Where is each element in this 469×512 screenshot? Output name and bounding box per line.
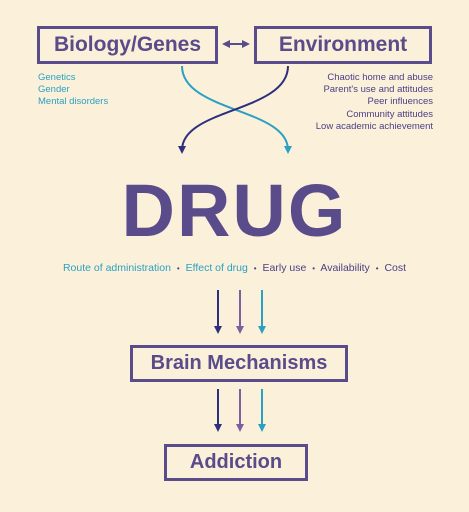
- environment-factor: Chaotic home and abuse: [327, 72, 433, 83]
- drug-factors-line: Route of administration • Effect of drug…: [0, 262, 469, 274]
- environment-factor: Community attitudes: [346, 108, 433, 120]
- environment-factor: Peer influences: [367, 96, 433, 108]
- environment-box: Environment: [254, 26, 432, 64]
- environment-factor: Parent's use and attitudes: [323, 84, 433, 96]
- drug-factor: Availability: [320, 262, 370, 274]
- biology-factor: Mental disorders: [38, 96, 109, 108]
- separator-dot: •: [176, 264, 180, 273]
- biology-factor: Gender: [38, 84, 70, 96]
- brain-mechanisms-box: Brain Mechanisms: [130, 345, 348, 382]
- drug-factor: Effect of drug: [185, 262, 248, 274]
- environment-factors-list: Chaotic home and abuse Parent's use and …: [316, 72, 433, 133]
- drug-title: DRUG: [121, 169, 348, 252]
- biology-factors-list: Genetics Gender Mental disorders: [38, 72, 108, 109]
- separator-dot: •: [312, 264, 316, 273]
- drug-factor: Cost: [384, 262, 407, 274]
- drug-factor: Route of administration: [62, 262, 171, 274]
- biology-genes-box: Biology/Genes: [37, 26, 218, 64]
- environment-label: Environment: [278, 33, 408, 56]
- separator-dot: •: [253, 264, 257, 273]
- drug-factor: Early use: [262, 262, 307, 274]
- separator-dot: •: [375, 264, 379, 273]
- biology-to-drug-arrow: [181, 65, 292, 154]
- biology-factor: Genetics: [38, 72, 76, 83]
- biology-genes-label: Biology/Genes: [53, 33, 202, 56]
- addiction-box: Addiction: [164, 444, 308, 481]
- environment-factor: Low academic achievement: [315, 120, 433, 132]
- addiction-label: Addiction: [189, 451, 283, 473]
- brain-mechanisms-label: Brain Mechanisms: [150, 352, 328, 374]
- environment-to-drug-arrow: [178, 65, 289, 154]
